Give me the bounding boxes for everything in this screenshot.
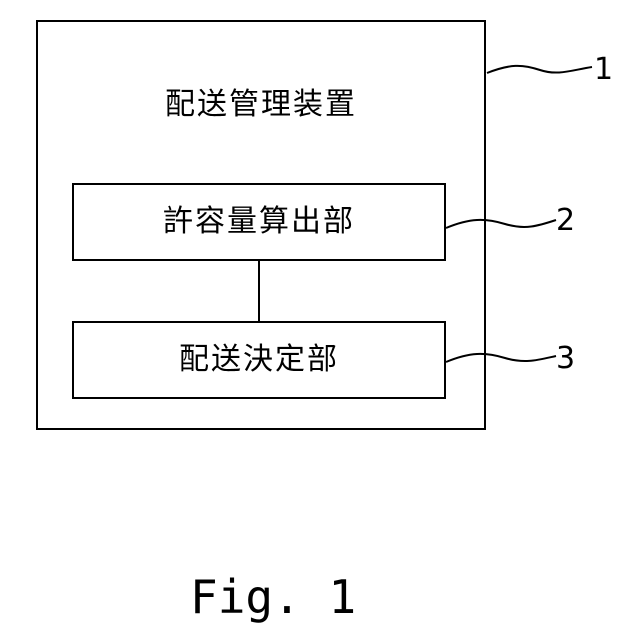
figure-caption: Fig. 1 <box>190 574 356 620</box>
leader-line-2 <box>446 220 556 228</box>
reference-numeral-3: 3 <box>556 344 575 374</box>
leader-line-1 <box>487 66 592 73</box>
reference-numeral-1: 1 <box>594 55 613 85</box>
reference-numeral-2: 2 <box>556 206 575 236</box>
leader-line-3 <box>446 354 556 362</box>
